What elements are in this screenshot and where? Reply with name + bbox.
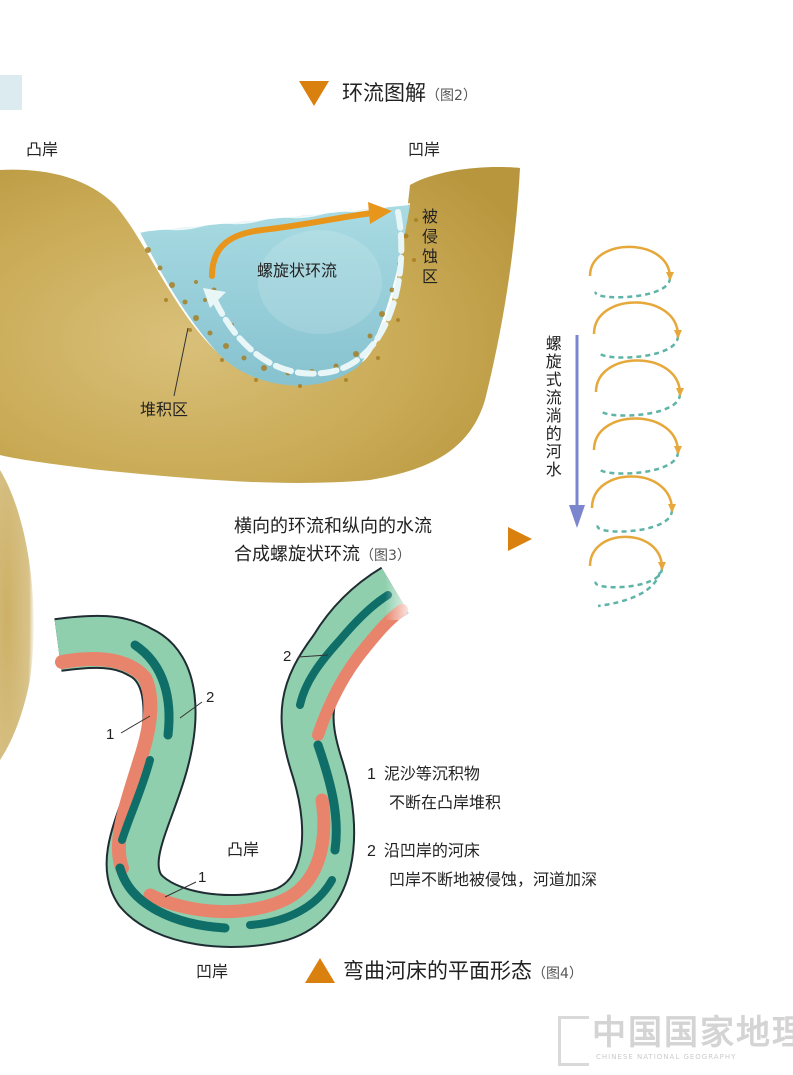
convex-bank-deposit-2 <box>143 793 331 919</box>
spiral-arrowhead-icon <box>674 446 682 455</box>
leader-line-1-upper <box>120 715 151 734</box>
downstream-arrowhead-icon <box>569 505 585 528</box>
erosion-zone-label: 被侵蚀区 <box>419 208 438 288</box>
leader-line-1-lower <box>164 881 197 898</box>
marker-1-lower: 1 <box>198 869 207 886</box>
water-body <box>140 205 410 386</box>
spiral-tail-arc <box>597 571 662 608</box>
marker-2-right: 2 <box>283 648 292 665</box>
fig4-concave-bank-label: 凹岸 <box>196 962 229 981</box>
fig4-title: 弯曲河床的平面形态（图4） <box>343 959 583 983</box>
cross-section-figure <box>0 166 520 483</box>
spiral-arrowhead-icon <box>658 562 666 571</box>
fig2-concave-bank-label: 凹岸 <box>408 140 441 159</box>
spiral-arrowhead-icon <box>668 504 676 513</box>
spiral-back-arc <box>594 277 672 299</box>
spiral-front-arc <box>594 359 682 395</box>
spiral-front-arc <box>592 417 680 453</box>
fig2-convex-bank-label: 凸岸 <box>26 140 59 159</box>
fig2-title: 环流图解（图2） <box>342 81 477 105</box>
deep-channel-3 <box>115 863 230 933</box>
deep-channel-6 <box>296 591 392 709</box>
deposition-leader-line <box>173 327 189 397</box>
spiral-arrowhead-icon <box>676 388 684 397</box>
spiral-arrowhead-icon <box>674 330 682 339</box>
surface-flow-arrowhead <box>368 202 392 224</box>
spiral-figure <box>569 245 684 608</box>
fig4-convex-bank-label: 凸岸 <box>227 840 260 859</box>
spiral-back-arc <box>600 393 682 417</box>
spiral-front-arc <box>590 475 674 511</box>
spiral-front-arc <box>588 535 664 569</box>
spiral-front-arc <box>592 301 680 337</box>
spiral-back-arc <box>596 509 674 533</box>
leader-line-2-upper <box>179 701 203 719</box>
fig3-caption: 横向的环流和纵向的水流 合成螺旋状环流（图3） <box>234 513 432 570</box>
deep-channel-2 <box>118 756 154 844</box>
surface-flow-arrow <box>209 210 375 279</box>
fig2-title-triangle-icon <box>299 81 329 106</box>
fig3-caption-line2: 合成螺旋状环流（图3） <box>234 544 411 565</box>
deep-channel-5 <box>313 740 341 855</box>
watermark-subtext: CHINESE NATIONAL GEOGRAPHY <box>596 1053 737 1061</box>
deposition-zone-label: 堆积区 <box>140 400 189 419</box>
spiral-flow-label: 螺旋状环流 <box>257 261 338 280</box>
deep-channel-1 <box>130 640 174 740</box>
leader-line-2-right <box>297 654 329 658</box>
marker-1-upper: 1 <box>106 726 115 743</box>
spiral-back-arc <box>594 567 664 589</box>
spiral-arrowhead-icon <box>666 272 674 281</box>
spiral-loops <box>588 245 684 608</box>
meander-plan-figure <box>54 566 415 948</box>
marker-2-upper: 2 <box>206 689 215 706</box>
return-flow-dashed-arrow <box>210 209 405 377</box>
deep-channel-4 <box>246 876 336 929</box>
water-highlight <box>258 230 382 334</box>
left-edge-fragment-top <box>0 75 22 110</box>
fig3-caption-line1: 横向的环流和纵向的水流 <box>234 516 432 537</box>
watermark-text: 中国国家地理 <box>592 1013 793 1053</box>
convex-bank-deposit-1 <box>55 651 158 875</box>
sand-ground <box>0 166 520 483</box>
water-surface-ripple <box>139 203 411 233</box>
fig4-title-triangle-icon <box>305 958 335 983</box>
spiral-front-arc <box>588 245 672 279</box>
return-flow-arrowhead <box>203 288 226 308</box>
convex-bank-deposit-3 <box>312 604 408 741</box>
left-edge-fragment-sand <box>0 470 34 760</box>
channel-end-fade <box>385 570 415 620</box>
fig3-caption-triangle-icon <box>508 527 532 551</box>
spiral-back-arc <box>598 451 680 475</box>
watermark-logo-frame <box>558 1016 589 1066</box>
spiral-back-arc <box>598 335 680 359</box>
spiral-river-vertical-label: 螺旋式流淌的河水 <box>542 335 562 479</box>
